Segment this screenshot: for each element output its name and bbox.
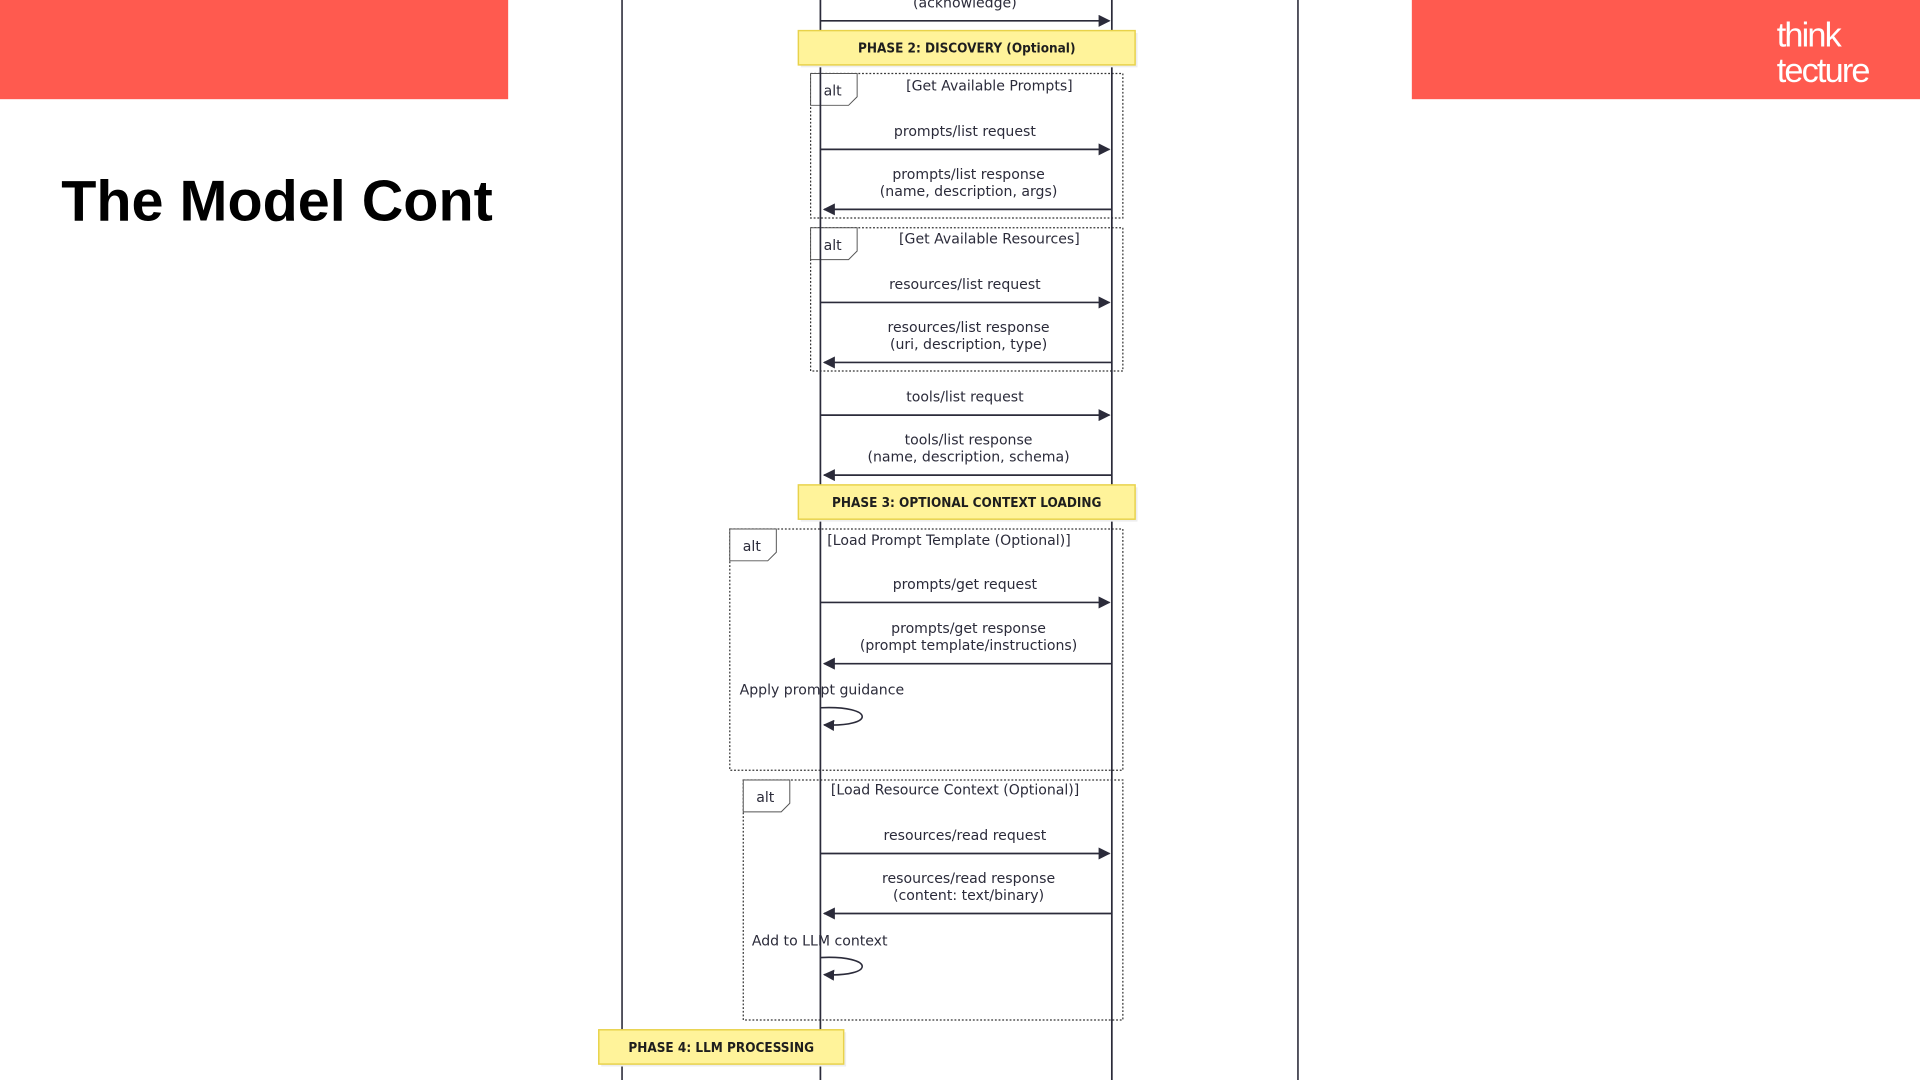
phase-label: PHASE 4: LLM PROCESSING — [628, 1041, 814, 1056]
logo-line-2: tecture — [1777, 52, 1870, 90]
phase-banner — [797, 29, 1136, 66]
message-label: resources/list request — [889, 277, 1041, 293]
alt-condition: [Load Prompt Template (Optional)] — [827, 533, 1070, 549]
message-label: tools/list response — [905, 432, 1033, 448]
message-label: prompts/get request — [893, 577, 1038, 593]
phase-banner — [797, 484, 1136, 520]
alt-tag — [742, 779, 791, 813]
alt-condition: [Load Resource Context (Optional)] — [831, 783, 1079, 799]
message-label: tools/list request — [906, 390, 1024, 406]
alt-fragment — [810, 227, 1124, 372]
message-label: resources/read request — [884, 828, 1047, 844]
message-label: (name, description, schema) — [868, 450, 1070, 466]
alt-fragment — [729, 528, 1124, 771]
alt-label: alt — [743, 539, 762, 555]
alt-label: alt — [824, 238, 843, 254]
self-message-label: Apply prompt guidance — [740, 682, 905, 698]
alt-label: alt — [756, 790, 775, 806]
brand-bar-left — [0, 0, 509, 100]
message-label: (content: text/binary) — [893, 888, 1044, 904]
alt-condition: [Get Available Resources] — [899, 232, 1080, 248]
self-message-arrow — [820, 956, 863, 981]
alt-fragment — [742, 779, 1124, 1021]
self-message-arrow — [820, 706, 863, 731]
sequence-diagram: alt [Get Available Prompts] alt [Get Availa… — [598, 0, 1299, 1080]
alt-label: alt — [824, 84, 843, 100]
slide-title: The Model Cont — [61, 169, 493, 233]
alt-tag — [729, 528, 777, 562]
self-message-label: Add to LLM context — [752, 933, 888, 949]
phase-label: PHASE 3: OPTIONAL CONTEXT LOADING — [832, 496, 1101, 511]
message-label: resources/list response — [888, 320, 1050, 336]
message-label: resources/read response — [882, 871, 1055, 887]
message-label: prompts/get response — [891, 621, 1046, 637]
alt-condition: [Get Available Prompts] — [906, 79, 1073, 95]
message-label: (uri, description, type) — [890, 337, 1047, 353]
message-label: (name, description, args) — [880, 184, 1058, 200]
phase-banner — [598, 1029, 845, 1065]
thinktecture-logo: think tecture — [1777, 17, 1872, 91]
message-label: (prompt template/instructions) — [860, 638, 1077, 654]
logo-line-1: think — [1777, 17, 1843, 55]
message-label: prompts/list response — [892, 167, 1044, 183]
phase-label: PHASE 2: DISCOVERY (Optional) — [858, 42, 1076, 57]
message-label: (acknowledge) — [913, 0, 1017, 11]
alt-tag — [810, 72, 858, 106]
alt-fragment — [810, 72, 1124, 219]
message-label: prompts/list request — [894, 124, 1036, 140]
brand-bar-right — [1411, 0, 1920, 100]
alt-tag — [810, 227, 858, 261]
